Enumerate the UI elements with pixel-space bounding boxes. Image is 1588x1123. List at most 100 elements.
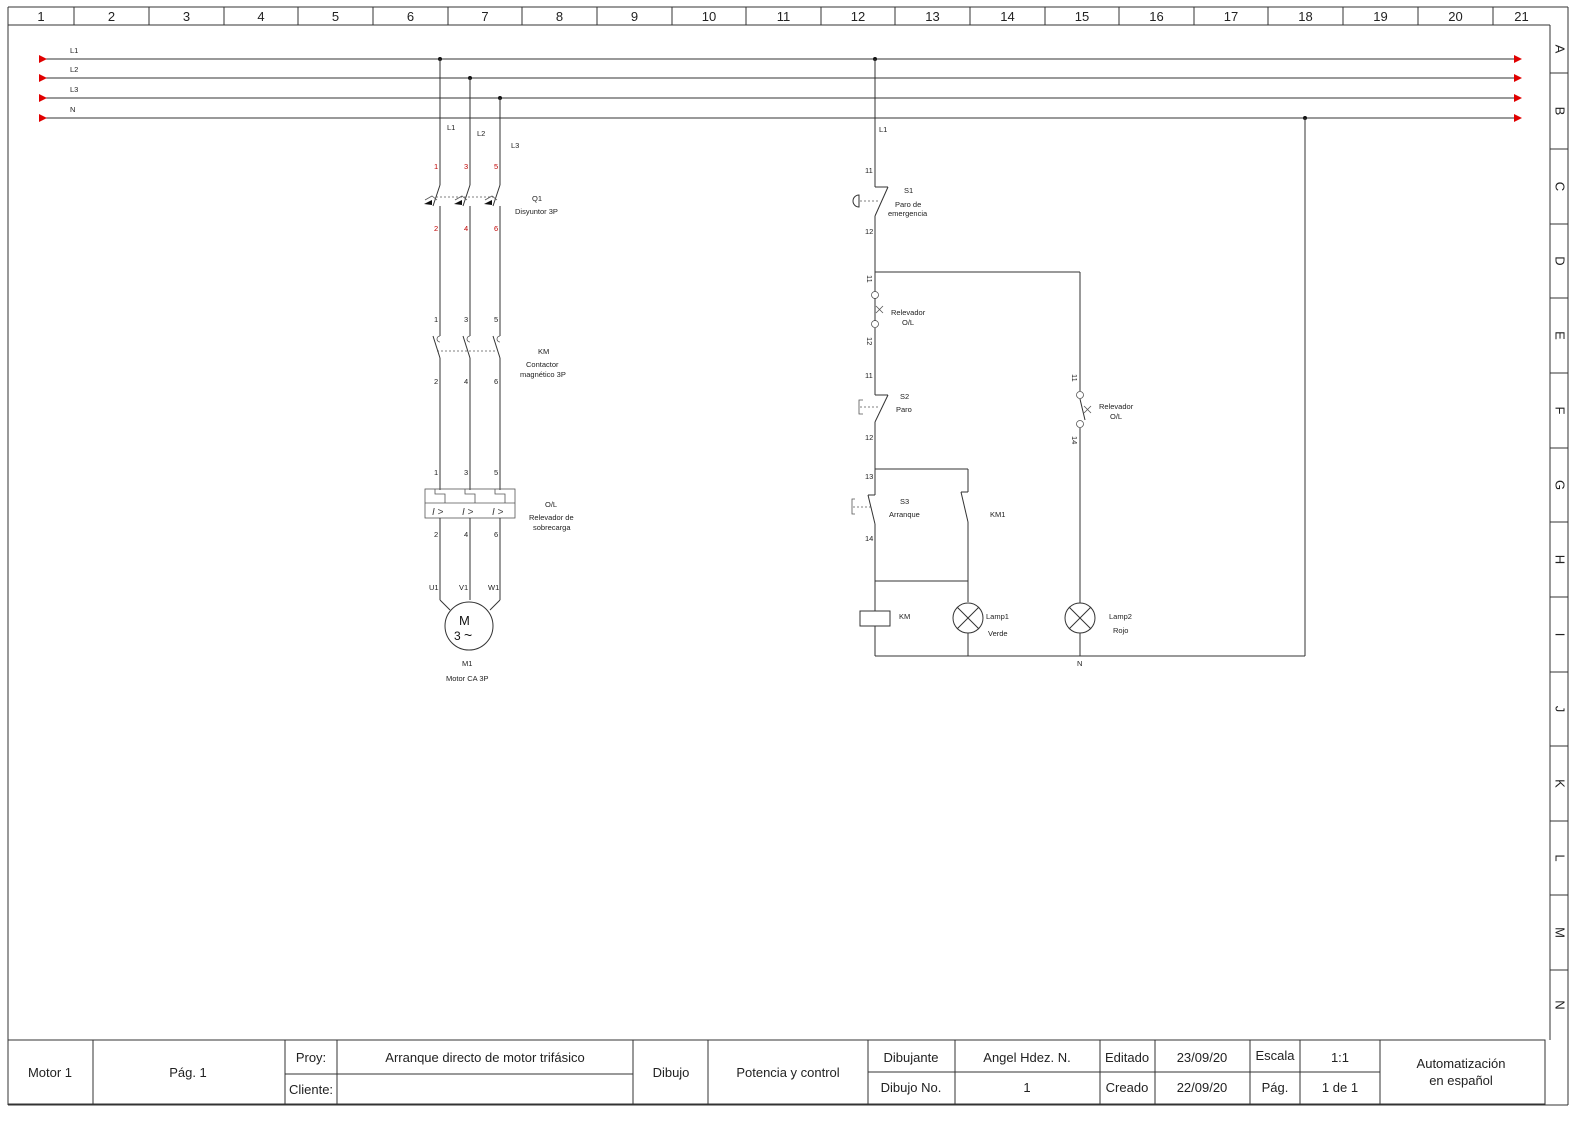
grid-row-label: M bbox=[1553, 927, 1568, 938]
terminal-label: 1 bbox=[434, 468, 438, 477]
grid-column-label: 1 bbox=[37, 9, 44, 24]
bus-label: N bbox=[70, 105, 75, 114]
ol-contact-desc-2: O/L bbox=[902, 318, 914, 327]
contactor-desc-2: magnético 3P bbox=[520, 370, 566, 379]
overload-tag: O/L bbox=[545, 500, 557, 509]
bus-arrow-icon bbox=[1514, 74, 1522, 82]
escala-value: 1:1 bbox=[1331, 1050, 1349, 1065]
proy-label: Proy: bbox=[296, 1050, 326, 1065]
s1-desc-1: Paro de bbox=[895, 200, 921, 209]
s2-tag: S2 bbox=[900, 392, 909, 401]
overload-element: I > bbox=[492, 507, 504, 518]
terminal-label: 12 bbox=[865, 337, 874, 345]
editado-label: Editado bbox=[1105, 1050, 1149, 1065]
dibujo-no-value: 1 bbox=[1023, 1080, 1030, 1095]
grid-row-label: H bbox=[1553, 555, 1568, 564]
overload-contact-nc: 11 Relevador O/L 12 bbox=[865, 275, 926, 345]
pag-label: Pág. bbox=[1262, 1080, 1289, 1095]
lamp1-tag: Lamp1 bbox=[986, 612, 1009, 621]
title-motor: Motor 1 bbox=[28, 1065, 72, 1080]
lamp2-desc: Rojo bbox=[1113, 626, 1128, 635]
bus-arrow-icon bbox=[39, 74, 47, 82]
stop-button-s2[interactable]: 11 S2 Paro 12 bbox=[858, 371, 912, 442]
terminal-label: 1 bbox=[434, 315, 438, 324]
terminal-label: 14 bbox=[865, 534, 873, 543]
bus-label: L2 bbox=[70, 65, 78, 74]
bus-arrow-icon bbox=[1514, 94, 1522, 102]
emergency-stop-s1[interactable]: 11 S1 Paro de emergencia 12 bbox=[852, 166, 928, 236]
grid-row-label: K bbox=[1553, 779, 1568, 788]
grid-column-label: 14 bbox=[1000, 9, 1014, 24]
terminal-label: 4 bbox=[464, 530, 468, 539]
breaker-desc: Disyuntor 3P bbox=[515, 207, 558, 216]
s3-tag: S3 bbox=[900, 497, 909, 506]
grid-column-label: 8 bbox=[556, 9, 563, 24]
km1-tag: KM1 bbox=[990, 510, 1005, 519]
motor-symbol-3: 3 bbox=[454, 629, 461, 643]
terminal-label: 4 bbox=[464, 377, 468, 386]
phase-label-l2: L2 bbox=[477, 129, 485, 138]
terminal-label: 6 bbox=[494, 224, 498, 233]
dibujante-value: Angel Hdez. N. bbox=[983, 1050, 1070, 1065]
bus-arrow-icon bbox=[1514, 114, 1522, 122]
s2-desc: Paro bbox=[896, 405, 912, 414]
grid-row-label: C bbox=[1553, 182, 1568, 191]
coil-km: KM bbox=[859, 610, 910, 627]
cliente-label: Cliente: bbox=[289, 1082, 333, 1097]
grid-row-label: F bbox=[1553, 407, 1568, 415]
dibujante-label: Dibujante bbox=[884, 1050, 939, 1065]
contactor-km: 1 3 5 KM Contactor magnético 3P 2 4 6 bbox=[432, 315, 566, 386]
terminal-label: 1 bbox=[434, 162, 438, 171]
escala-label: Escala bbox=[1255, 1048, 1295, 1063]
grid-column-label: 20 bbox=[1448, 9, 1462, 24]
dibujo-no-label: Dibujo No. bbox=[881, 1080, 942, 1095]
grid-column-label: 16 bbox=[1149, 9, 1163, 24]
overload-desc-1: Relevador de bbox=[529, 513, 574, 522]
bus-arrow-icon bbox=[39, 114, 47, 122]
terminal-label: 11 bbox=[865, 371, 873, 380]
terminal-label: 11 bbox=[865, 275, 874, 283]
bus-label: L3 bbox=[70, 85, 78, 94]
grid-column-label: 4 bbox=[257, 9, 264, 24]
bus-label: L1 bbox=[70, 46, 78, 55]
terminal-label: 13 bbox=[865, 472, 873, 481]
grid-column-label: 18 bbox=[1298, 9, 1312, 24]
drawing-frame bbox=[7, 6, 1569, 1106]
breaker-q1: 1 3 5 Q1 Disyuntor 3P 2 4 6 bbox=[424, 162, 558, 233]
grid-column-label: 3 bbox=[183, 9, 190, 24]
terminal-label: 3 bbox=[464, 468, 468, 477]
motor-desc: Motor CA 3P bbox=[446, 674, 489, 683]
grid-row-label: L bbox=[1553, 854, 1568, 861]
overload-contact-no: 11 Relevador O/L 14 bbox=[1070, 374, 1134, 444]
grid-row-label: J bbox=[1553, 706, 1568, 713]
contactor-tag: KM bbox=[538, 347, 549, 356]
terminal-label: 2 bbox=[434, 377, 438, 386]
grid-column-label: 12 bbox=[851, 9, 865, 24]
grid-column-label: 5 bbox=[332, 9, 339, 24]
proy-value: Arranque directo de motor trifásico bbox=[385, 1050, 584, 1065]
terminal-label: 12 bbox=[865, 433, 873, 442]
bus-arrow-icon bbox=[39, 55, 47, 63]
terminal-label: 3 bbox=[464, 315, 468, 324]
grid-column-label: 17 bbox=[1224, 9, 1238, 24]
control-supply-label: L1 bbox=[879, 125, 887, 134]
terminal-label: 11 bbox=[1070, 374, 1079, 382]
start-button-s3[interactable]: 13 S3 Arranque 14 bbox=[851, 472, 920, 543]
terminal-label: 6 bbox=[494, 377, 498, 386]
overload-desc-2: sobrecarga bbox=[533, 523, 571, 532]
ol-contact2-desc-1: Relevador bbox=[1099, 402, 1134, 411]
contactor-desc-1: Contactor bbox=[526, 360, 559, 369]
grid-row-label: G bbox=[1553, 480, 1568, 490]
motor-tag: M1 bbox=[462, 659, 472, 668]
power-circuit: L1 L2 L3 1 3 5 Q1 Disyuntor 3P 2 4 6 bbox=[424, 57, 574, 683]
grid-column-label: 9 bbox=[631, 9, 638, 24]
title-block: Motor 1 Pág. 1 Proy: Arranque directo de… bbox=[7, 1039, 1546, 1105]
push-button-icon bbox=[858, 399, 863, 415]
dibujo-value: Potencia y control bbox=[736, 1065, 839, 1080]
breaker-tag: Q1 bbox=[532, 194, 542, 203]
grid-column-label: 7 bbox=[481, 9, 488, 24]
grid-row-label: A bbox=[1553, 45, 1568, 54]
terminal-label: 5 bbox=[494, 162, 498, 171]
title-page: Pág. 1 bbox=[169, 1065, 207, 1080]
